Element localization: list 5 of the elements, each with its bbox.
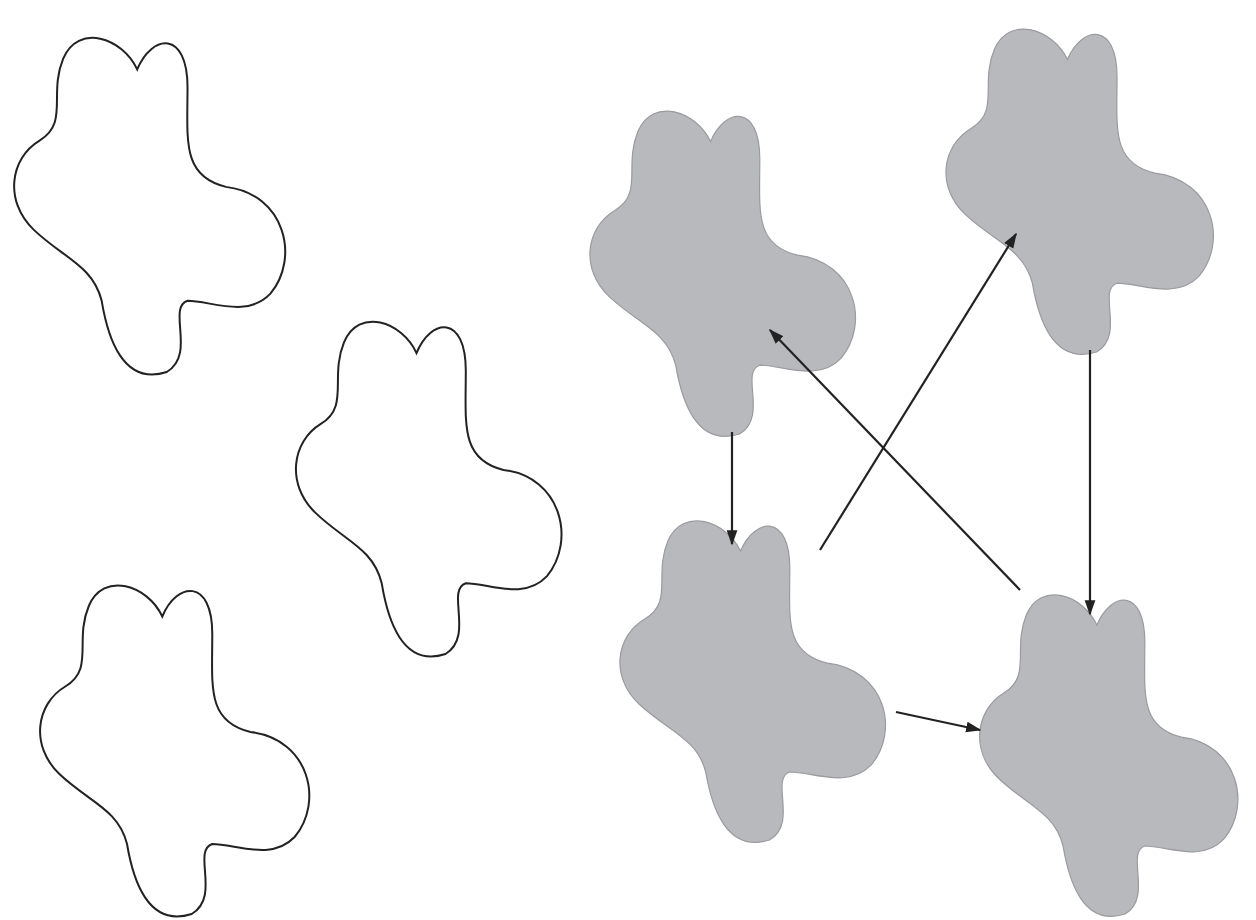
arrow	[726, 432, 738, 546]
arrow	[1084, 350, 1096, 616]
arrow	[768, 328, 1021, 591]
arrow	[895, 710, 982, 733]
arrow	[819, 232, 1017, 551]
